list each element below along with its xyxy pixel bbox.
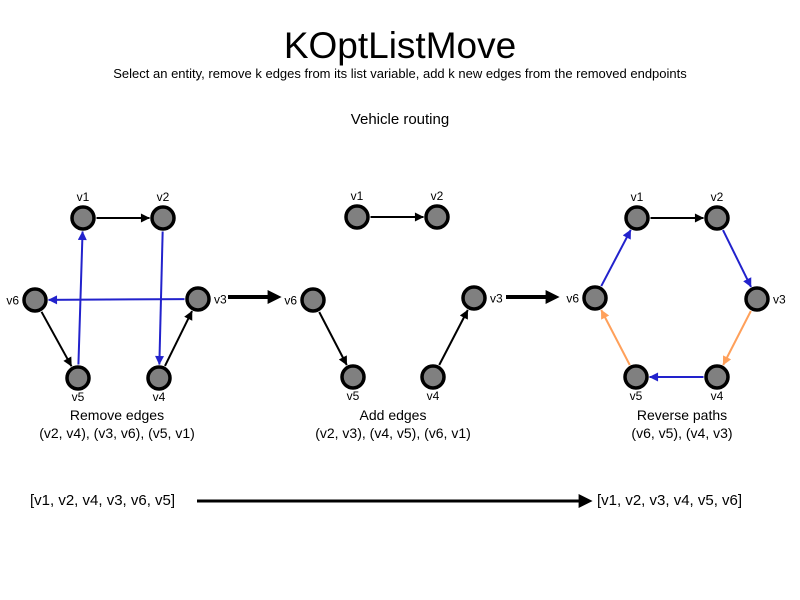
node-label-v3: v3 xyxy=(490,292,503,306)
node-label-v3: v3 xyxy=(773,293,786,307)
node-label-v5: v5 xyxy=(630,389,643,403)
edge-v5-v1 xyxy=(77,231,87,365)
remove-edges-graph: v1 v2 v3 v4 v5 v6 xyxy=(6,190,227,404)
add-edges-graph: v1 v2 v3 v4 v5 v6 xyxy=(284,189,503,403)
remove-edges-caption-detail: (v2, v4), (v3, v6), (v5, v1) xyxy=(39,425,195,441)
node-v2 xyxy=(150,205,176,231)
node-v1 xyxy=(70,205,96,231)
section-label: Vehicle routing xyxy=(350,111,450,128)
edge-v2-v4 xyxy=(155,231,165,365)
node-label-v6: v6 xyxy=(6,294,19,308)
node-label-v1: v1 xyxy=(351,189,364,203)
node-v5 xyxy=(340,364,366,390)
node-v3 xyxy=(744,286,770,312)
node-v6 xyxy=(300,287,326,313)
node-v3 xyxy=(185,286,211,312)
node-v4 xyxy=(420,364,446,390)
node-v4 xyxy=(146,365,172,391)
remove-edges-caption: Remove edges (v2, v4), (v3, v6), (v5, v1… xyxy=(0,406,242,442)
node-v5 xyxy=(65,365,91,391)
reverse-paths-graph: v1 v2 v3 v4 v5 v6 xyxy=(566,190,786,403)
node-label-v2: v2 xyxy=(711,190,724,204)
node-v1 xyxy=(624,205,650,231)
before-move-list: [v1, v2, v4, v3, v6, v5] xyxy=(30,492,176,509)
node-v6 xyxy=(582,285,608,311)
add-edges-caption-title: Add edges xyxy=(359,407,427,423)
add-edges-caption-detail: (v2, v3), (v4, v5), (v6, v1) xyxy=(315,425,471,441)
page-title: KOptListMove xyxy=(283,25,517,66)
edge-v6-v5 xyxy=(40,311,73,367)
edge-v6-v1 xyxy=(600,229,632,287)
node-v4 xyxy=(704,364,730,390)
node-v6 xyxy=(22,287,48,313)
node-v3 xyxy=(461,285,487,311)
node-label-v3: v3 xyxy=(214,293,227,307)
node-label-v4: v4 xyxy=(427,389,440,403)
node-label-v2: v2 xyxy=(157,190,170,204)
reverse-paths-caption: Reverse paths (v6, v5), (v4, v3) xyxy=(557,406,800,442)
after-move-list: [v1, v2, v3, v4, v5, v6] xyxy=(597,492,743,509)
node-v5 xyxy=(623,364,649,390)
node-v1 xyxy=(344,204,370,230)
node-label-v4: v4 xyxy=(153,390,166,404)
node-label-v5: v5 xyxy=(347,389,360,403)
page-subtitle: Select an entity, remove k edges from it… xyxy=(113,66,687,81)
node-label-v1: v1 xyxy=(631,190,644,204)
add-edges-caption: Add edges (v2, v3), (v4, v5), (v6, v1) xyxy=(268,406,518,442)
node-label-v2: v2 xyxy=(431,189,444,203)
node-label-v5: v5 xyxy=(72,390,85,404)
node-label-v4: v4 xyxy=(711,389,724,403)
node-label-v1: v1 xyxy=(77,190,90,204)
node-v2 xyxy=(704,205,730,231)
edge-v4-v3 xyxy=(164,310,193,367)
node-v2 xyxy=(424,204,450,230)
remove-edges-caption-title: Remove edges xyxy=(69,407,165,423)
edge-v3-v4 xyxy=(722,310,752,366)
edge-v3-v6 xyxy=(48,295,185,305)
node-label-v6: v6 xyxy=(566,292,579,306)
edge-v5-v6 xyxy=(600,309,631,366)
node-label-v6: v6 xyxy=(284,294,297,308)
edge-v2-v3 xyxy=(722,229,752,288)
reverse-paths-caption-detail: (v6, v5), (v4, v3) xyxy=(631,425,733,441)
edge-v6-v5 xyxy=(318,311,348,366)
reverse-paths-caption-title: Reverse paths xyxy=(636,407,728,423)
edge-v4-v3 xyxy=(438,309,469,366)
